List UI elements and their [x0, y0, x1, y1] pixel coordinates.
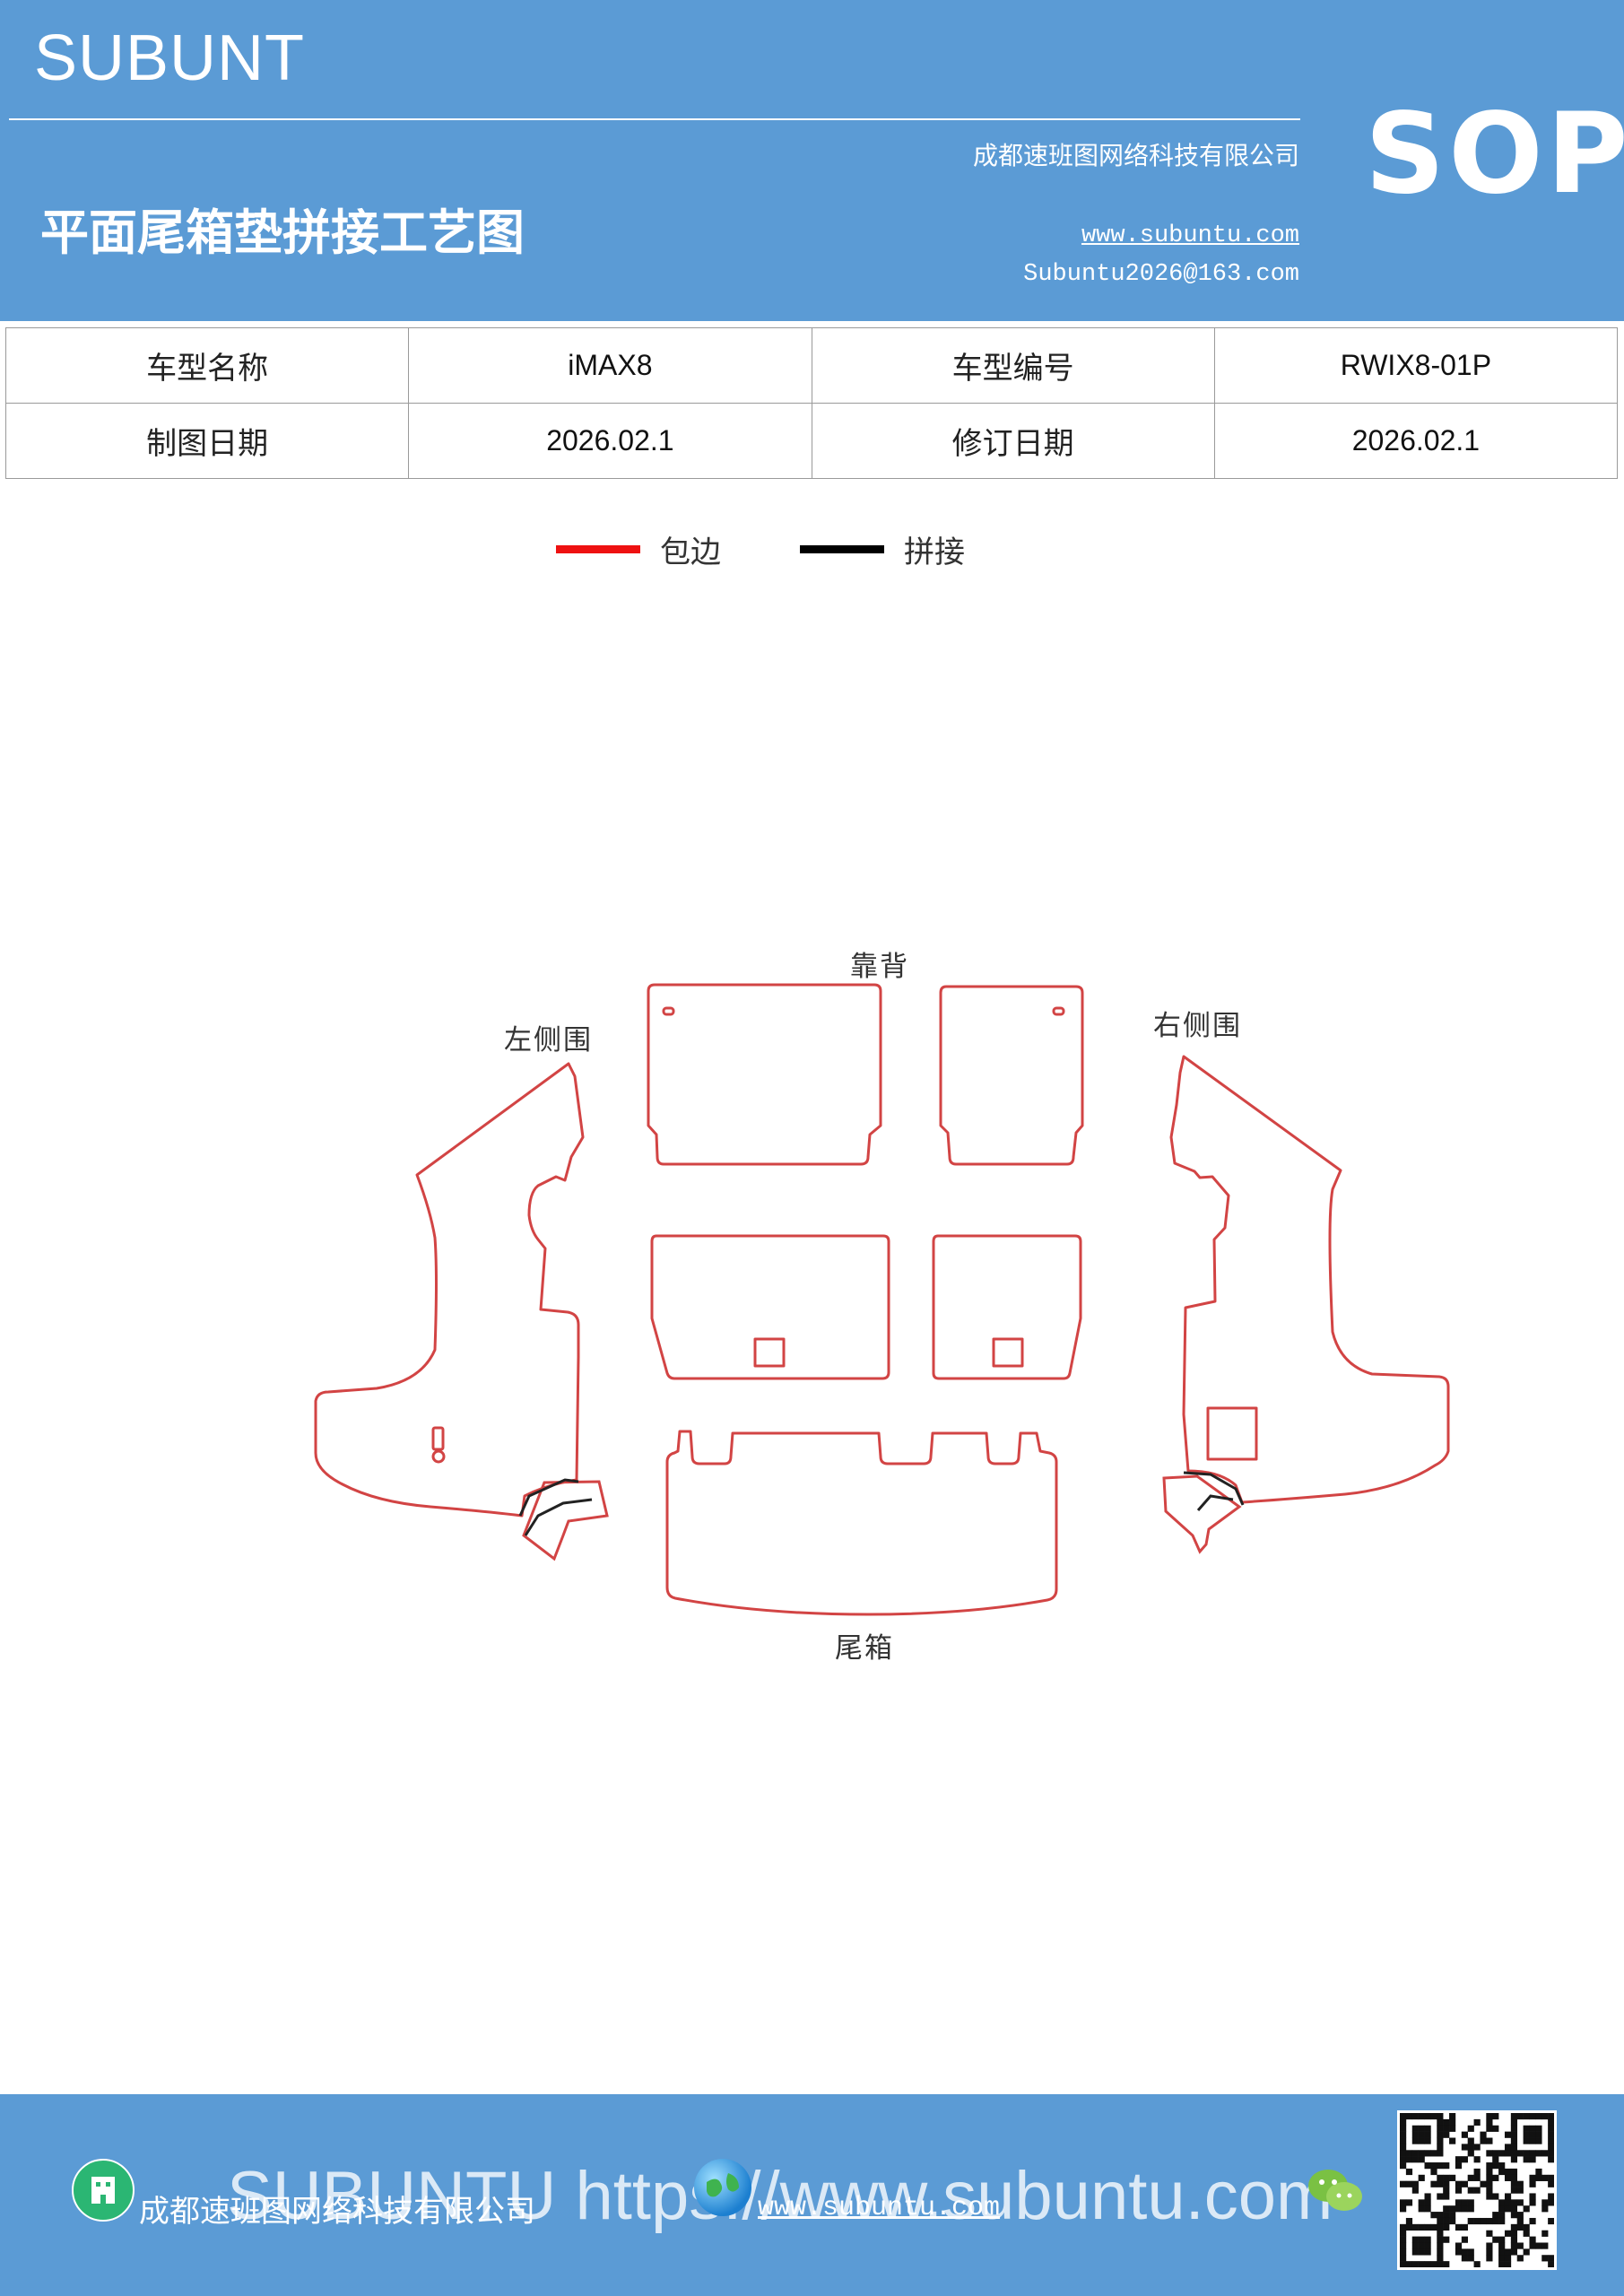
footer-banner: SUBUNTU https://www.subuntu.com 成都速班图网络科… — [0, 2094, 1624, 2296]
building-icon — [72, 2159, 135, 2222]
middle-left-piece — [650, 1234, 890, 1380]
model-code-label: 车型编号 — [811, 327, 1215, 404]
qr-code — [1397, 2110, 1557, 2270]
footer-watermark: SUBUNTU https://www.subuntu.com — [227, 2158, 1333, 2234]
sop-badge: SOP — [1365, 90, 1624, 219]
right-side-panel — [1169, 1055, 1450, 1504]
left-side-hole — [431, 1449, 446, 1464]
model-name-label: 车型名称 — [4, 327, 410, 404]
backrest-right-piece — [939, 985, 1084, 1166]
footer-website-link[interactable]: www.subuntu.com — [758, 2193, 1001, 2223]
email-address: Subuntu2026@163.com — [1023, 261, 1299, 288]
header-divider — [9, 118, 1300, 120]
revision-date-value: 2026.02.1 — [1213, 403, 1619, 479]
table-row: 车型名称 iMAX8 车型编号 RWIX8-01P — [4, 327, 1619, 404]
legend: 包边 拼接 — [556, 526, 1044, 571]
model-name-value: iMAX8 — [408, 327, 812, 404]
backrest-left-clip — [662, 1006, 675, 1016]
globe-icon — [694, 2159, 751, 2216]
left-side-label: 左侧围 — [504, 1024, 593, 1057]
backrest-right-clip — [1052, 1006, 1065, 1016]
draw-date-label: 制图日期 — [4, 403, 410, 479]
revision-date-label: 修订日期 — [811, 403, 1215, 479]
document-title: 平面尾箱垫拼接工艺图 — [40, 204, 525, 261]
trunk-piece — [665, 1430, 1058, 1616]
brand-name: SUBUNT — [34, 22, 306, 94]
vehicle-info-table: 车型名称 iMAX8 车型编号 RWIX8-01P 制图日期 2026.02.1… — [4, 327, 1619, 479]
backrest-left-piece — [647, 983, 882, 1166]
company-name: 成都速班图网络科技有限公司 — [972, 141, 1299, 170]
wechat-icon — [1305, 2164, 1364, 2218]
header-banner: SUBUNT 平面尾箱垫拼接工艺图 成都速班图网络科技有限公司 www.subu… — [0, 0, 1624, 321]
right-corner-tab — [1162, 1471, 1245, 1554]
footer-company-name: 成都速班图网络科技有限公司 — [139, 2194, 535, 2230]
middle-right-piece — [932, 1234, 1082, 1380]
model-code-value: RWIX8-01P — [1213, 327, 1619, 404]
left-side-panel — [314, 1062, 585, 1518]
legend-label-edge: 包边 — [660, 534, 721, 570]
left-side-slot — [431, 1426, 445, 1451]
legend-label-seam: 拼接 — [904, 534, 965, 570]
middle-right-cutout — [992, 1337, 1024, 1368]
table-row: 制图日期 2026.02.1 修订日期 2026.02.1 — [4, 403, 1619, 479]
website-link[interactable]: www.subuntu.com — [1081, 222, 1299, 249]
draw-date-value: 2026.02.1 — [408, 403, 812, 479]
left-corner-tab — [518, 1478, 609, 1561]
trunk-label: 尾箱 — [835, 1632, 894, 1665]
right-side-cutout — [1206, 1406, 1258, 1461]
legend-swatch-edge — [556, 544, 640, 553]
middle-left-cutout — [753, 1337, 786, 1368]
right-side-label: 右侧围 — [1153, 1010, 1242, 1042]
backrest-label: 靠背 — [850, 951, 909, 983]
legend-swatch-seam — [800, 544, 884, 553]
